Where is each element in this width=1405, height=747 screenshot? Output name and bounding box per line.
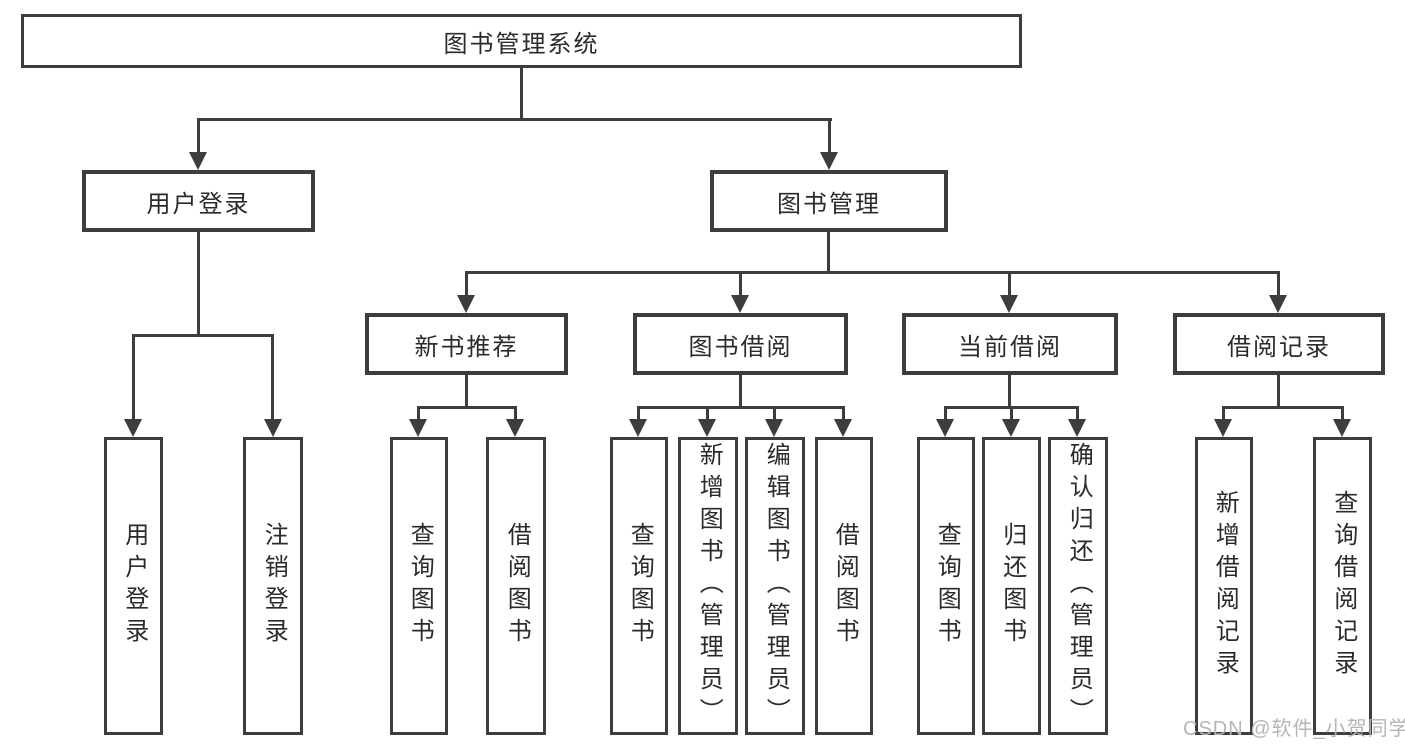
connector-drop-borrowing [739, 271, 742, 295]
connector-drop [417, 406, 420, 419]
leaf-user-login: 用户登录 [104, 437, 163, 735]
connector-mgmt-rail [465, 271, 1279, 274]
arrow-down-icon [264, 419, 282, 437]
connector-drop [1010, 406, 1013, 419]
connector-drop [637, 406, 640, 419]
connector-drop-new-books [465, 271, 468, 295]
connector-login-rail [132, 334, 274, 337]
connector-drop-records [1277, 271, 1280, 295]
arrow-down-icon [629, 419, 647, 437]
arrow-down-icon [1000, 295, 1018, 313]
leaf-return-books: 归还图书 [982, 437, 1041, 735]
arrow-down-icon [409, 419, 427, 437]
connector-newbook-rail [417, 406, 517, 409]
connector-records-rail [1222, 406, 1344, 409]
arrow-down-icon [1214, 419, 1232, 437]
arrow-down-icon [834, 419, 852, 437]
node-user-login: 用户登录 [82, 170, 315, 232]
connector-drop [1076, 406, 1079, 419]
arrow-down-icon [731, 295, 749, 313]
node-new-book-recommend: 新书推荐 [365, 313, 568, 375]
connector-records-stem [1277, 375, 1280, 409]
arrow-down-icon [457, 295, 475, 313]
node-borrow-records: 借阅记录 [1173, 313, 1385, 375]
leaf-add-borrow-record: 新增借阅记录 [1195, 437, 1253, 735]
connector-mgmt-stem [827, 232, 830, 274]
node-book-borrowing: 图书借阅 [633, 313, 848, 375]
node-root-system: 图书管理系统 [21, 14, 1022, 68]
connector-drop [1222, 406, 1225, 419]
arrow-down-icon [765, 419, 783, 437]
leaf-edit-books-admin: 编辑图书（管理员） [745, 437, 805, 735]
connector-drop [773, 406, 776, 419]
connector-borrowing-rail [637, 406, 845, 409]
connector-drop [1341, 406, 1344, 419]
csdn-watermark: CSDN @软件_小贺同学 [1183, 718, 1405, 740]
connector-drop [944, 406, 947, 419]
leaf-confirm-return-admin: 确认归还（管理员） [1048, 437, 1108, 735]
arrow-down-icon [1002, 419, 1020, 437]
leaf-query-books: 查询图书 [917, 437, 975, 735]
arrow-down-icon [506, 419, 524, 437]
connector-drop [514, 406, 517, 419]
arrow-down-icon [1269, 295, 1287, 313]
node-current-borrowing: 当前借阅 [902, 313, 1118, 375]
leaf-borrow-books: 借阅图书 [815, 437, 873, 735]
node-book-management: 图书管理 [710, 170, 948, 232]
connector-borrowing-stem [739, 375, 742, 409]
connector-drop [706, 406, 709, 419]
leaf-query-books: 查询图书 [390, 437, 448, 735]
arrow-down-icon [936, 419, 954, 437]
connector-drop-current [1008, 271, 1011, 295]
connector-drop-book-mgmt [828, 118, 831, 154]
leaf-add-books-admin: 新增图书（管理员） [678, 437, 738, 735]
arrow-down-icon [124, 419, 142, 437]
connector-root-rail [197, 118, 832, 121]
connector-newbook-stem [465, 375, 468, 409]
connector-current-stem [1008, 375, 1011, 409]
leaf-query-borrow-record: 查询借阅记录 [1313, 437, 1372, 735]
leaf-query-books: 查询图书 [610, 437, 668, 735]
connector-drop-logout [271, 334, 274, 419]
connector-drop-do-login [132, 334, 135, 419]
arrow-down-icon [1333, 419, 1351, 437]
arrow-down-icon [820, 152, 838, 170]
connector-root-stem [520, 68, 523, 121]
connector-drop-user-login [197, 118, 200, 154]
leaf-logout: 注销登录 [243, 437, 303, 735]
arrow-down-icon [698, 419, 716, 437]
arrow-down-icon [1068, 419, 1086, 437]
arrow-down-icon [189, 152, 207, 170]
connector-drop [842, 406, 845, 419]
leaf-borrow-books: 借阅图书 [486, 437, 546, 735]
connector-login-stem [197, 232, 200, 337]
